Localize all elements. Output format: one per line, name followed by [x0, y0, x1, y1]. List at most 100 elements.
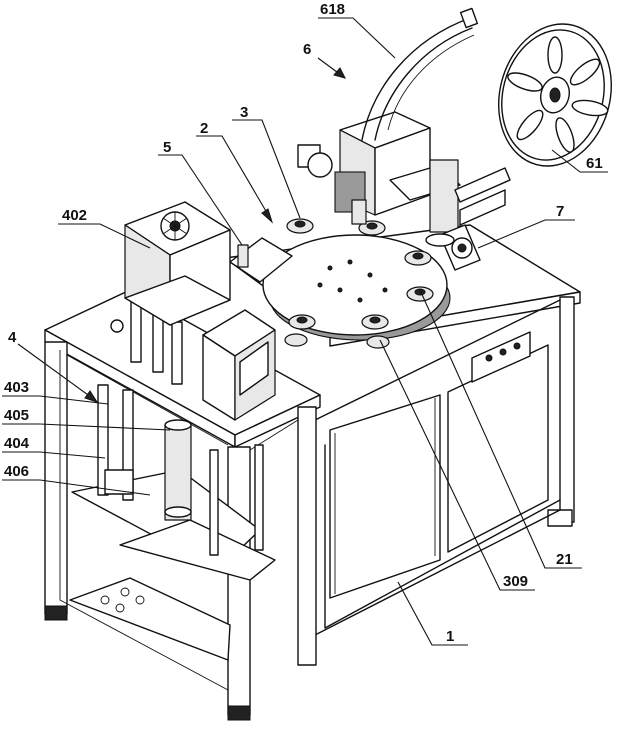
guide-post — [97, 384, 109, 496]
support-arm-lower — [459, 189, 506, 226]
leader-3 — [232, 119, 301, 219]
label-4: 4 — [8, 329, 17, 346]
guide-post — [122, 389, 134, 501]
rail-end-clip — [459, 7, 479, 29]
aux-leg-front-right — [227, 446, 251, 716]
leader-402 — [58, 223, 151, 249]
reel-slot — [555, 117, 575, 153]
control-button — [485, 354, 493, 362]
disk-hole — [367, 272, 373, 278]
label-5: 5 — [163, 139, 171, 156]
label-406: 406 — [4, 463, 29, 480]
motor-column — [130, 299, 142, 363]
shelf-hole — [120, 587, 130, 597]
disk-hole — [347, 259, 353, 265]
shelf-hole — [135, 595, 145, 605]
cylinder-top — [164, 419, 192, 431]
frame-upper-rail — [314, 299, 561, 421]
leader-406 — [2, 479, 151, 496]
motor-flange — [307, 152, 333, 178]
fixture — [288, 314, 316, 330]
cylinder-bottom — [164, 506, 192, 518]
frame-rear-panel — [447, 344, 549, 553]
leader-61 — [551, 149, 608, 173]
shelf-hole — [100, 595, 110, 605]
reel-slot — [507, 72, 543, 92]
housing-window — [239, 341, 269, 396]
leader-403 — [2, 395, 109, 405]
rod — [209, 449, 219, 556]
leader-405 — [2, 423, 171, 431]
lower-shelf — [69, 577, 231, 661]
rod — [254, 444, 264, 551]
reel-slot — [569, 58, 601, 86]
motor-base-plate — [124, 275, 231, 326]
reel — [498, 23, 612, 167]
part-labels: 618 6 61 3 2 5 402 7 4 403 405 404 406 2… — [4, 1, 603, 645]
leader-618 — [318, 17, 396, 59]
part-7-hub — [457, 243, 467, 253]
leader-1 — [397, 581, 468, 646]
aux-leg-rear-right — [297, 406, 317, 666]
label-61: 61 — [586, 155, 603, 172]
display-housing — [202, 309, 276, 421]
disk-hole — [327, 265, 333, 271]
foot-left — [44, 605, 68, 621]
feed-rail-back — [387, 34, 475, 131]
side-bracket — [429, 159, 459, 233]
label-3: 3 — [240, 104, 248, 121]
support-arm — [454, 167, 511, 203]
fan-blades — [162, 212, 188, 240]
aux-inner-line — [59, 350, 229, 691]
cylinder-body — [164, 424, 192, 521]
motor-unit — [110, 201, 231, 385]
fixture — [406, 286, 434, 302]
disk-hole — [357, 297, 363, 303]
part-7-disk — [425, 233, 455, 247]
label-309: 309 — [503, 573, 528, 590]
reel-slot — [547, 36, 563, 74]
head-tool — [351, 199, 367, 225]
label-2: 2 — [200, 120, 208, 137]
leader-lines — [2, 17, 608, 646]
disk-hole — [382, 287, 388, 293]
label-402: 402 — [62, 207, 87, 224]
fixture — [286, 218, 314, 234]
fixture — [361, 314, 389, 330]
part-7-mechanism — [425, 224, 481, 271]
reel-slot — [571, 99, 609, 117]
frame-lower-rail-inner — [324, 444, 561, 629]
label-403: 403 — [4, 379, 29, 396]
feed-block — [237, 244, 249, 268]
control-button — [499, 348, 507, 356]
processing-head — [297, 7, 511, 233]
leader-21 — [419, 289, 582, 569]
leader-7 — [477, 219, 575, 249]
label-404: 404 — [4, 435, 30, 452]
fixture — [404, 250, 432, 266]
frame-side-panel — [329, 394, 441, 599]
leader-404 — [2, 451, 106, 459]
foot-right — [227, 705, 251, 721]
disk-hole — [317, 282, 323, 288]
label-1: 1 — [446, 628, 454, 645]
leader-2-arrowhead — [261, 208, 274, 224]
fixture — [284, 333, 308, 347]
leader-4-arrowhead — [84, 390, 99, 403]
feed-rail-inner — [374, 27, 473, 141]
motor-column — [152, 311, 164, 373]
turntable-disk — [262, 234, 448, 336]
feed-bracket — [229, 237, 293, 283]
leader-309 — [379, 339, 535, 591]
reel-center — [549, 87, 561, 103]
turntable — [229, 218, 451, 349]
bolt — [110, 319, 124, 333]
leader-2 — [196, 135, 271, 219]
reel-slot — [516, 109, 544, 141]
lower-press-plate — [119, 519, 276, 581]
feed-rail-outer — [361, 17, 471, 141]
control-button — [513, 342, 521, 350]
frame-leg-right-front — [559, 296, 575, 523]
aux-inner-line — [66, 354, 229, 446]
label-6: 6 — [303, 41, 311, 58]
